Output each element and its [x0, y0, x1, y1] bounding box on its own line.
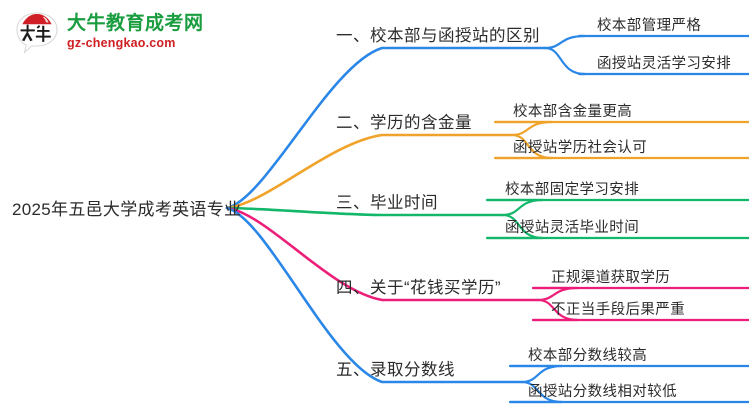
branch-node-label[interactable]: 五、录取分数线 — [336, 361, 455, 379]
branch-connector — [225, 206, 505, 217]
branch-node-label[interactable]: 三、毕业时间 — [336, 194, 438, 212]
leaf-node-label[interactable]: 不正当手段后果严重 — [551, 302, 686, 318]
leaf-connector — [543, 34, 586, 50]
leaf-node-label[interactable]: 校本部管理严格 — [597, 18, 702, 34]
leaf-node-label[interactable]: 校本部分数线较高 — [528, 348, 648, 364]
logo-mark-icon — [14, 10, 60, 55]
branch-connector — [225, 206, 540, 302]
logo-subtitle: gz-chengkao.com — [67, 36, 176, 51]
leaf-node-label[interactable]: 函授站灵活学习安排 — [597, 56, 732, 72]
leaf-node-label[interactable]: 函授站灵活毕业时间 — [505, 220, 640, 236]
branch-connector — [225, 206, 524, 384]
branch-connector — [225, 46, 547, 210]
branch-connector — [225, 133, 514, 210]
leaf-node-label[interactable]: 函授站学历社会认可 — [513, 140, 648, 156]
branch-node-label[interactable]: 二、学历的含金量 — [336, 114, 472, 132]
leaf-connector — [493, 120, 553, 137]
leaf-node-label[interactable]: 正规渠道获取学历 — [551, 270, 671, 286]
leaf-node-label[interactable]: 校本部含金量更高 — [513, 104, 633, 120]
logo-title: 大牛教育成考网 — [67, 13, 204, 35]
site-logo: 大牛教育成考网 gz-chengkao.com — [14, 10, 204, 55]
branch-node-label[interactable]: 一、校本部与函授站的区别 — [336, 27, 540, 45]
leaf-node-label[interactable]: 函授站分数线相对较低 — [528, 384, 677, 400]
leaf-connector — [485, 198, 544, 217]
branch-node-label[interactable]: 四、关于“花钱买学历” — [336, 279, 501, 297]
leaf-node-label[interactable]: 校本部固定学习安排 — [505, 182, 640, 198]
leaf-connector — [543, 46, 586, 76]
root-node-label: 2025年五邑大学成考英语专业 — [12, 200, 242, 219]
